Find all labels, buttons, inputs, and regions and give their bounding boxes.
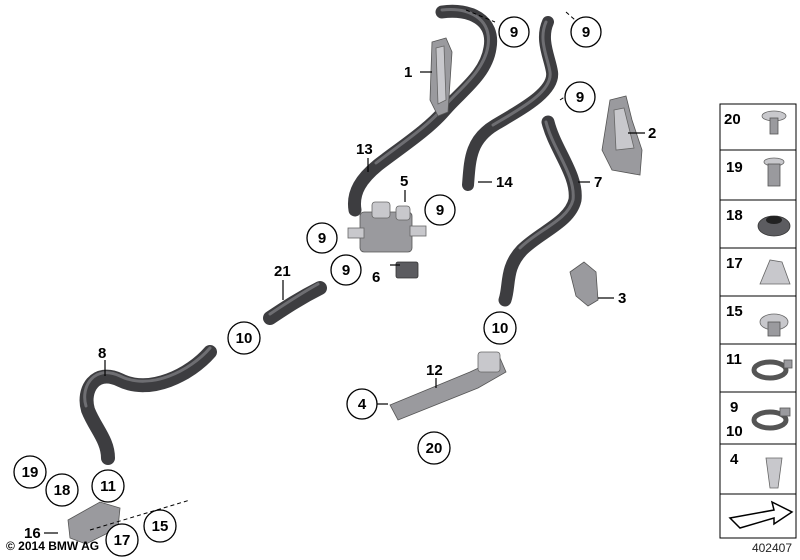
label-14: 14 — [496, 174, 513, 191]
callout-10b: 10 — [483, 311, 517, 345]
arrow-icon — [728, 500, 794, 529]
pipe-12 — [389, 351, 507, 421]
svg-text:9: 9 — [576, 89, 584, 106]
legend-item-17: 17 — [726, 255, 743, 272]
hose-clamp-icon — [751, 359, 793, 381]
label-2: 2 — [648, 125, 656, 142]
callout-9a: 9 — [498, 16, 530, 48]
legend-item-19: 19 — [726, 159, 743, 176]
leader-lines — [44, 9, 645, 534]
legend-item-20: 20 — [724, 111, 741, 128]
callout-9c: 9 — [564, 81, 596, 113]
legend-item-9: 9 — [730, 399, 738, 416]
legend-item-11: 11 — [726, 351, 742, 368]
callout-11: 11 — [91, 469, 125, 503]
callout-19: 19 — [13, 455, 47, 489]
svg-text:17: 17 — [114, 532, 131, 549]
callout-9d: 9 — [424, 194, 456, 226]
legend-item-10: 10 — [726, 423, 743, 440]
svg-text:9: 9 — [318, 230, 326, 247]
label-6: 6 — [372, 269, 380, 286]
diagram-id: 402407 — [751, 541, 792, 555]
clip-icon — [759, 259, 791, 285]
nut-icon — [759, 313, 789, 337]
label-12: 12 — [426, 362, 443, 379]
legend: 20 19 18 17 15 11 9 10 4 — [719, 103, 797, 539]
svg-text:10: 10 — [492, 320, 509, 337]
grommet-icon — [757, 215, 791, 237]
callout-10a: 10 — [227, 321, 261, 355]
legend-item-15: 15 — [726, 303, 743, 320]
hose-7 — [498, 115, 582, 307]
svg-text:10: 10 — [236, 330, 253, 347]
svg-text:19: 19 — [22, 464, 39, 481]
label-5: 5 — [400, 173, 408, 190]
copyright: © 2014 BMW AG — [6, 539, 100, 553]
bracket-1 — [429, 37, 453, 117]
label-13: 13 — [356, 141, 373, 158]
callout-9b: 9 — [570, 16, 602, 48]
svg-text:15: 15 — [152, 518, 169, 535]
label-8: 8 — [98, 345, 106, 362]
screw-icon — [761, 110, 787, 135]
push-nut-icon — [765, 457, 783, 489]
label-3: 3 — [618, 290, 626, 307]
legend-item-4: 4 — [730, 451, 739, 468]
valve-5 — [347, 201, 427, 253]
label-16: 16 — [24, 525, 41, 542]
callout-18: 18 — [45, 473, 79, 507]
legend-item-18: 18 — [726, 207, 743, 224]
callout-17: 17 — [105, 523, 139, 557]
callout-9e: 9 — [306, 222, 338, 254]
connector-6 — [395, 261, 419, 279]
bolt-icon — [763, 157, 785, 187]
callout-15: 15 — [143, 509, 177, 543]
label-1: 1 — [404, 64, 412, 81]
label-7: 7 — [594, 174, 602, 191]
callout-9f: 9 — [330, 254, 362, 286]
svg-text:11: 11 — [100, 478, 116, 495]
svg-text:18: 18 — [54, 482, 71, 499]
svg-text:9: 9 — [436, 202, 444, 219]
svg-text:9: 9 — [582, 24, 590, 41]
callout-20: 20 — [417, 431, 451, 465]
hose-8 — [79, 345, 217, 465]
hose-21 — [263, 281, 327, 325]
spring-clamp-icon — [751, 407, 791, 431]
callout-4: 4 — [346, 388, 378, 420]
svg-text:9: 9 — [510, 24, 518, 41]
bracket-2 — [601, 95, 643, 176]
svg-text:20: 20 — [426, 440, 443, 457]
svg-text:4: 4 — [358, 396, 367, 413]
svg-text:9: 9 — [342, 262, 350, 279]
label-21: 21 — [274, 263, 291, 280]
clip-3 — [569, 261, 599, 307]
hose-14 — [462, 16, 559, 191]
